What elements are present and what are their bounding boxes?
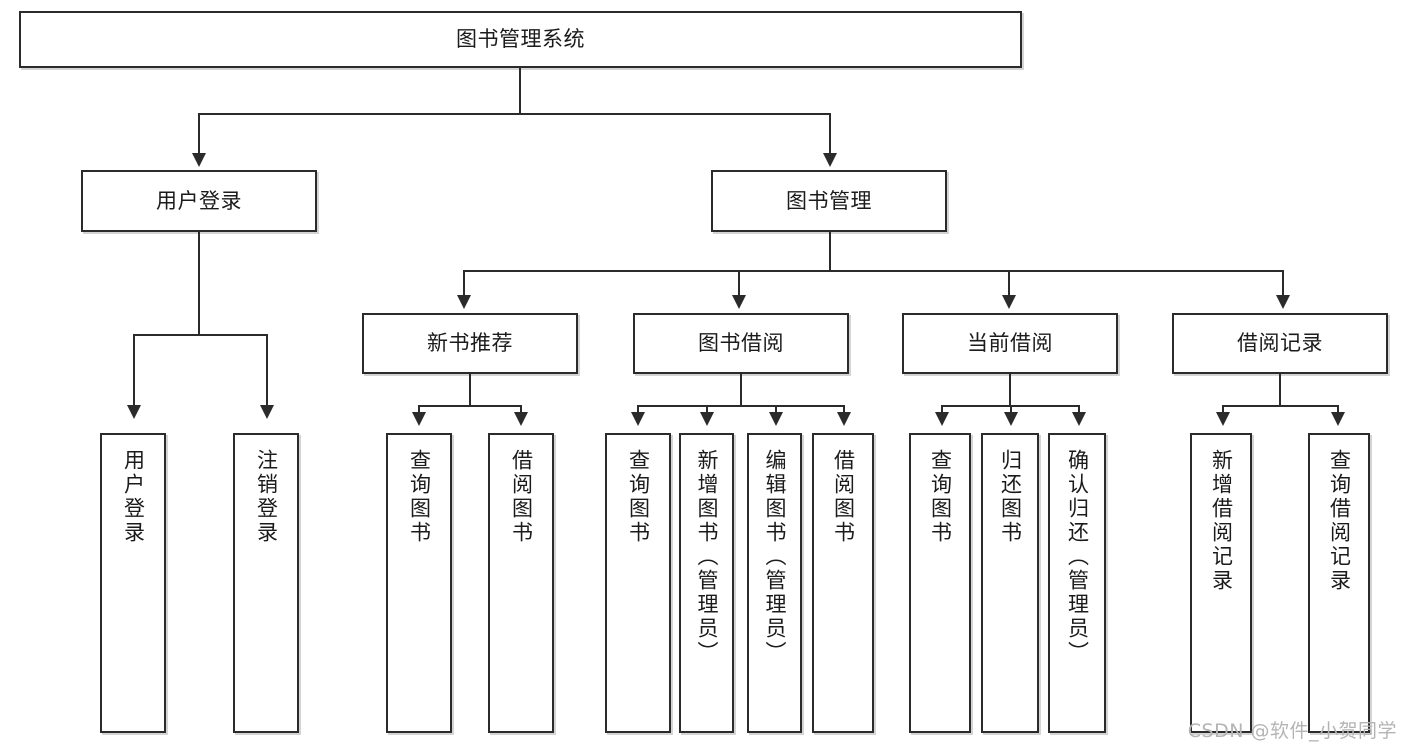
csdn-watermark: CSDN @软件_小贺同学 [1187, 720, 1397, 742]
arrowhead-bb-leaf-4 [837, 412, 851, 426]
connector-nbr-stem [469, 374, 471, 407]
connector-bb-drop-2 [706, 405, 708, 417]
connector-user-login-bus [133, 334, 267, 336]
leaf-borrow-book-bb[interactable]: 借阅图书 [812, 433, 874, 733]
arrowhead-to-new-book-recommend [457, 295, 471, 309]
arrowhead-cb-leaf-3 [1072, 412, 1086, 426]
leaf-add-borrow-record[interactable]: 新增借阅记录 [1190, 433, 1252, 733]
arrowhead-root-to-user-login [192, 153, 206, 167]
connector-user-login-stem [198, 232, 200, 334]
leaf-confirm-return-admin[interactable]: 确认归还（管理员） [1048, 433, 1106, 733]
connector-nbr-drop-2 [520, 405, 522, 417]
connector-root-stem [519, 68, 521, 113]
leaf-logout[interactable]: 注销登录 [233, 433, 299, 733]
connector-nbr-drop-1 [418, 405, 420, 417]
connector-bb-drop-4 [843, 405, 845, 417]
arrowhead-nbr-leaf-2 [514, 412, 528, 426]
leaf-query-borrow-record[interactable]: 查询借阅记录 [1308, 433, 1370, 733]
arrowhead-br-leaf-1 [1216, 412, 1230, 426]
connector-bm-drop-2 [738, 270, 740, 297]
node-label: 图书借阅 [698, 331, 784, 356]
leaf-query-book-nbr[interactable]: 查询图书 [386, 433, 452, 733]
leaf-label: 查询图书 [407, 449, 432, 545]
leaf-label: 借阅图书 [509, 449, 534, 545]
leaf-label: 用户登录 [121, 449, 146, 545]
arrowhead-to-borrow-records [1276, 295, 1290, 309]
node-book-management[interactable]: 图书管理 [711, 170, 947, 232]
arrowhead-bb-leaf-1 [631, 412, 645, 426]
node-user-login[interactable]: 用户登录 [81, 170, 317, 232]
arrowhead-cb-leaf-1 [935, 412, 949, 426]
leaf-add-book-admin[interactable]: 新增图书（管理员） [679, 433, 734, 733]
connector-root-drop-2 [829, 113, 831, 155]
connector-br-stem [1279, 374, 1281, 407]
connector-bb-drop-3 [775, 405, 777, 417]
arrowhead-to-current-borrow [1002, 295, 1016, 309]
leaf-label: 借阅图书 [831, 449, 856, 545]
node-label: 图书管理系统 [456, 27, 585, 52]
node-label: 新书推荐 [427, 331, 513, 356]
node-label: 用户登录 [156, 188, 242, 213]
arrowhead-bb-leaf-2 [700, 412, 714, 426]
arrowhead-to-leaf-user-login [127, 405, 141, 419]
connector-root-drop-1 [198, 113, 200, 155]
connector-br-drop-2 [1337, 405, 1339, 417]
leaf-label: 编辑图书（管理员） [763, 449, 787, 665]
connector-user-login-drop-1 [133, 334, 135, 407]
leaf-label: 新增借阅记录 [1209, 449, 1234, 593]
leaf-query-book-bb[interactable]: 查询图书 [605, 433, 671, 733]
connector-cb-drop-2 [1010, 405, 1012, 417]
leaf-label: 查询图书 [928, 449, 953, 545]
connector-cb-drop-3 [1078, 405, 1080, 417]
connector-bm-drop-4 [1282, 270, 1284, 297]
arrowhead-nbr-leaf-1 [412, 412, 426, 426]
leaf-label: 新增图书（管理员） [695, 449, 719, 665]
leaf-label: 确认归还（管理员） [1065, 449, 1090, 665]
connector-bm-drop-3 [1008, 270, 1010, 297]
connector-cb-stem [1009, 374, 1011, 407]
leaf-query-book-cb[interactable]: 查询图书 [909, 433, 971, 733]
connector-cb-drop-1 [941, 405, 943, 417]
leaf-user-login[interactable]: 用户登录 [100, 433, 166, 733]
leaf-label: 查询借阅记录 [1327, 449, 1352, 593]
connector-nbr-bus [418, 405, 522, 407]
node-root-book-management-system[interactable]: 图书管理系统 [19, 11, 1022, 68]
connector-bb-bus [637, 405, 845, 407]
connector-br-drop-1 [1222, 405, 1224, 417]
arrowhead-cb-leaf-2 [1004, 412, 1018, 426]
node-book-borrow[interactable]: 图书借阅 [633, 313, 849, 374]
node-current-borrow[interactable]: 当前借阅 [902, 313, 1118, 374]
leaf-label: 查询图书 [626, 449, 651, 545]
connector-book-management-stem [829, 232, 831, 271]
node-label: 当前借阅 [967, 331, 1053, 356]
connector-bm-drop-1 [463, 270, 465, 297]
connector-user-login-drop-2 [266, 334, 268, 407]
arrowhead-to-book-borrow [732, 295, 746, 309]
connector-br-bus [1222, 405, 1339, 407]
leaf-label: 注销登录 [254, 449, 279, 545]
connector-root-bus [198, 113, 831, 115]
leaf-label: 归还图书 [998, 449, 1023, 545]
arrowhead-root-to-book-management [823, 153, 837, 167]
connector-bb-drop-1 [637, 405, 639, 417]
node-label: 借阅记录 [1237, 331, 1323, 356]
node-borrow-records[interactable]: 借阅记录 [1172, 313, 1388, 374]
node-new-book-recommend[interactable]: 新书推荐 [362, 313, 578, 374]
leaf-return-book[interactable]: 归还图书 [981, 433, 1039, 733]
arrowhead-to-leaf-logout [260, 405, 274, 419]
leaf-borrow-book-nbr[interactable]: 借阅图书 [488, 433, 554, 733]
arrowhead-br-leaf-2 [1331, 412, 1345, 426]
connector-book-management-bus [463, 270, 1284, 272]
leaf-edit-book-admin[interactable]: 编辑图书（管理员） [747, 433, 802, 733]
arrowhead-bb-leaf-3 [769, 412, 783, 426]
node-label: 图书管理 [786, 188, 872, 213]
connector-bb-stem [740, 374, 742, 407]
